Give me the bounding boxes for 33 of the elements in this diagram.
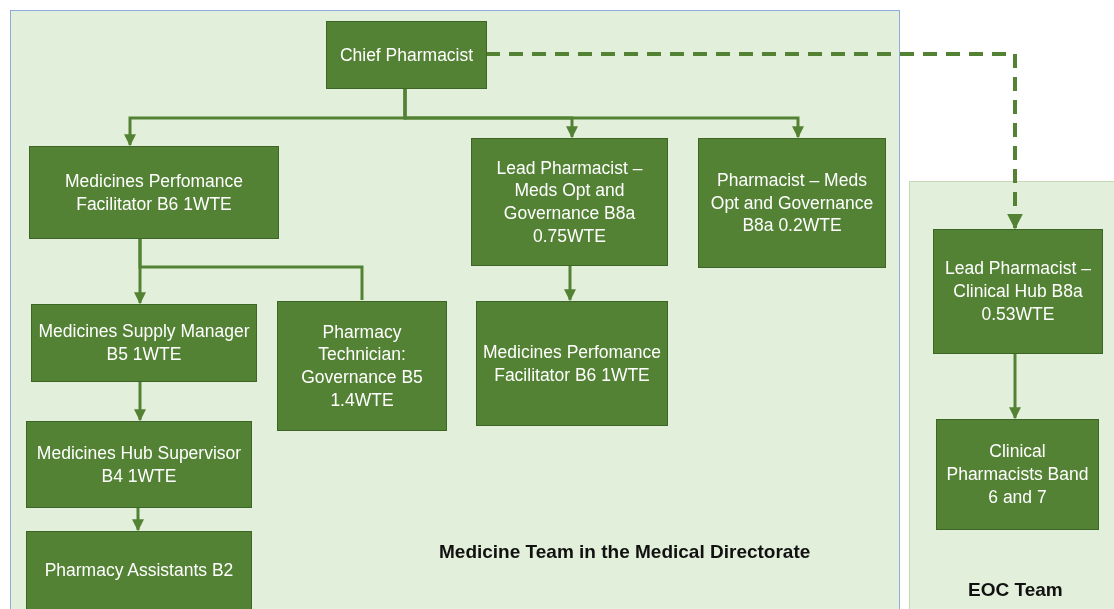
role-title: Pharmacist – Meds Opt and Governance B8a 0.2WTE [709, 168, 875, 238]
connector [1009, 353, 1021, 420]
connector [564, 265, 576, 302]
connector [138, 238, 364, 300]
role-box [26, 421, 252, 508]
role-box [476, 301, 668, 426]
role-box [936, 419, 1099, 530]
region-title: EOC Team [968, 579, 1063, 601]
role-box [277, 301, 447, 431]
role-title: Medicines Perfomance Facilitator B6 1WTE [64, 169, 244, 216]
role-box [933, 229, 1103, 354]
dashed-connector [486, 52, 1023, 230]
role-title: Medicines Hub Supervisor B4 1WTE [35, 441, 243, 488]
region-title: Medicine Team in the Medical Directorate [439, 541, 811, 563]
role-title: Medicines Perfomance Facilitator B6 1WTE [483, 340, 661, 387]
role-box [471, 138, 668, 266]
team-region [10, 10, 900, 609]
connector [132, 507, 144, 532]
role-box [698, 138, 886, 268]
role-box [29, 146, 279, 239]
role-title: Clinical Pharmacists Band 6 and 7 [945, 440, 1090, 509]
role-box [326, 21, 487, 89]
role-box [26, 531, 252, 609]
connector [403, 88, 804, 139]
role-title: Medicines Supply Manager B5 1WTE [38, 320, 250, 366]
role-title: Pharmacy Technician: Governance B5 1.4WTE [300, 320, 424, 412]
connector [134, 381, 146, 422]
role-title: Lead Pharmacist – Clinical Hub B8a 0.53WTE [944, 257, 1092, 326]
role-box [31, 304, 257, 382]
role-title: Lead Pharmacist – Meds Opt and Governance B8a 0.75WTE [495, 156, 644, 248]
role-title: Pharmacy Assistants B2 [44, 559, 234, 582]
team-region [909, 181, 1114, 609]
role-title: Chief Pharmacist [339, 43, 474, 67]
